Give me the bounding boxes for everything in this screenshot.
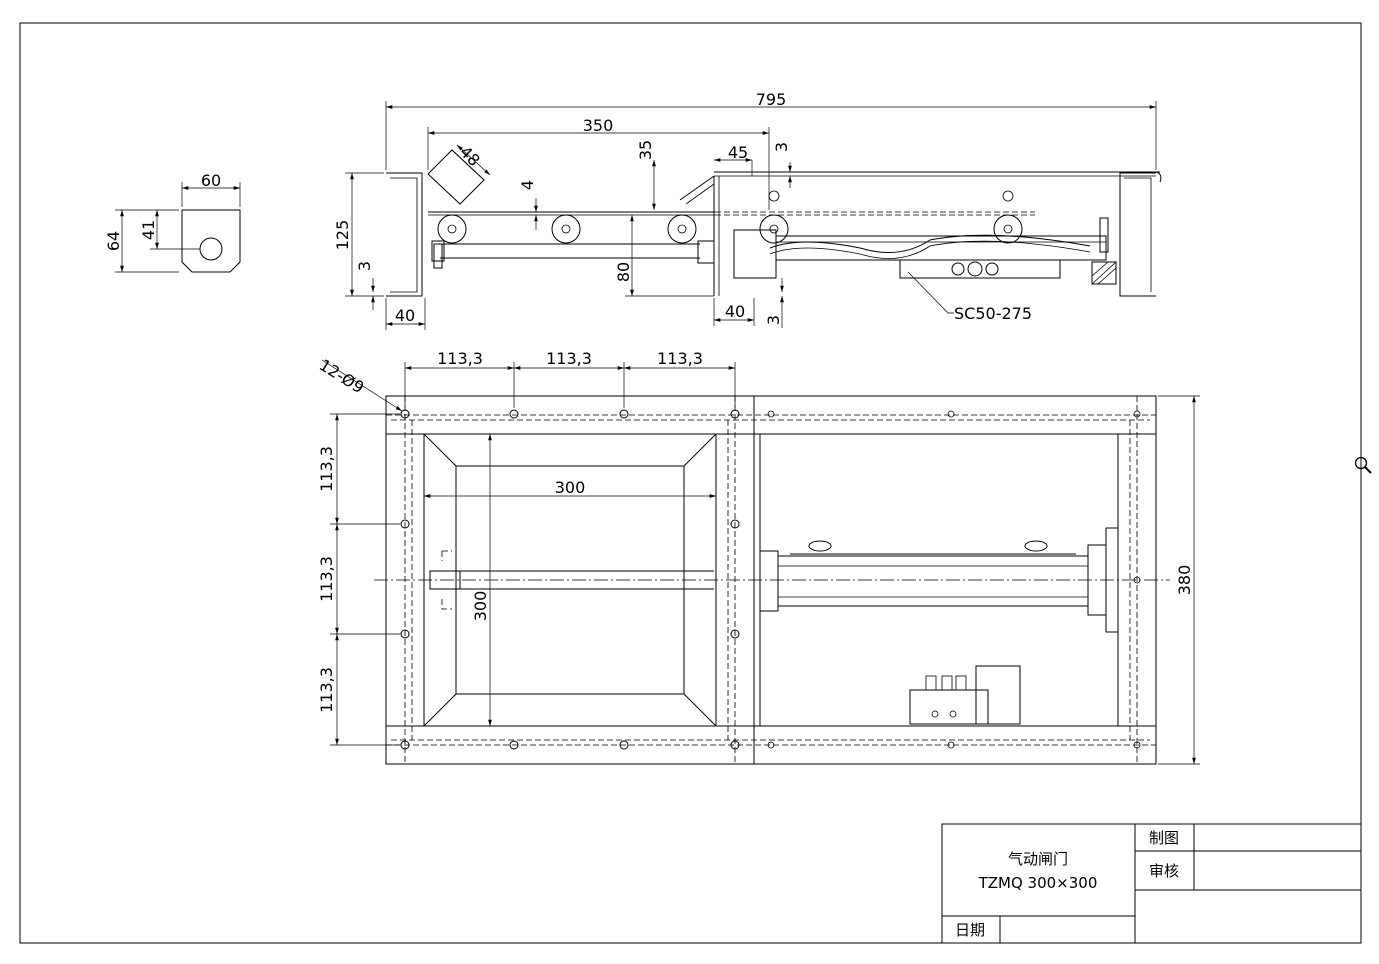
checked-by-label: 审核 — [1149, 862, 1179, 880]
dim-80: 80 — [614, 262, 633, 282]
dim-opening-height: 300 — [471, 591, 490, 622]
bolt-holes — [400, 409, 1141, 750]
plan-view: 12-Ø9 113,3 113,3 113,3 113,3 113,3 113,… — [316, 349, 1200, 765]
dim-40-mid: 40 — [725, 302, 745, 321]
title-name: 气动闸门 — [1008, 850, 1068, 868]
dim-pitch-v2: 113,3 — [317, 556, 336, 602]
dim-opening-width: 300 — [555, 478, 586, 497]
dim-pitch-v1: 113,3 — [317, 446, 336, 492]
dim-45: 45 — [728, 143, 748, 162]
dim-60: 60 — [201, 171, 221, 190]
dim-795: 795 — [756, 90, 787, 109]
dim-350: 350 — [583, 116, 614, 135]
title-block: 气动闸门 TZMQ 300×300 制图 审核 日期 — [941, 823, 1362, 944]
dim-64: 64 — [104, 231, 123, 251]
dim-pitch-v3: 113,3 — [317, 667, 336, 713]
dim-125: 125 — [333, 220, 352, 251]
drawing-border — [19, 22, 1362, 944]
dim-3-bottom: 3 — [764, 315, 783, 325]
dim-40-left: 40 — [395, 306, 415, 325]
drawn-by-label: 制图 — [1149, 829, 1179, 847]
detail-view: 60 64 41 — [104, 171, 241, 273]
dim-holes: 12-Ø9 — [316, 355, 368, 397]
side-view: SC50-275 795 350 48 35 4 45 3 125 — [333, 90, 1162, 330]
dim-pitch-2: 113,3 — [546, 349, 592, 368]
magnifier-icon[interactable] — [1353, 455, 1373, 475]
dim-3-top: 3 — [772, 142, 791, 152]
date-label: 日期 — [955, 921, 985, 939]
dim-3-left: 3 — [355, 261, 374, 271]
dim-41: 41 — [139, 220, 158, 240]
dim-pitch-3: 113,3 — [657, 349, 703, 368]
dim-pitch-1: 113,3 — [437, 349, 483, 368]
dim-35: 35 — [636, 140, 655, 160]
dim-4: 4 — [518, 180, 537, 190]
title-model: TZMQ 300×300 — [978, 874, 1098, 892]
dim-380: 380 — [1175, 565, 1194, 596]
cylinder-label: SC50-275 — [954, 304, 1032, 323]
